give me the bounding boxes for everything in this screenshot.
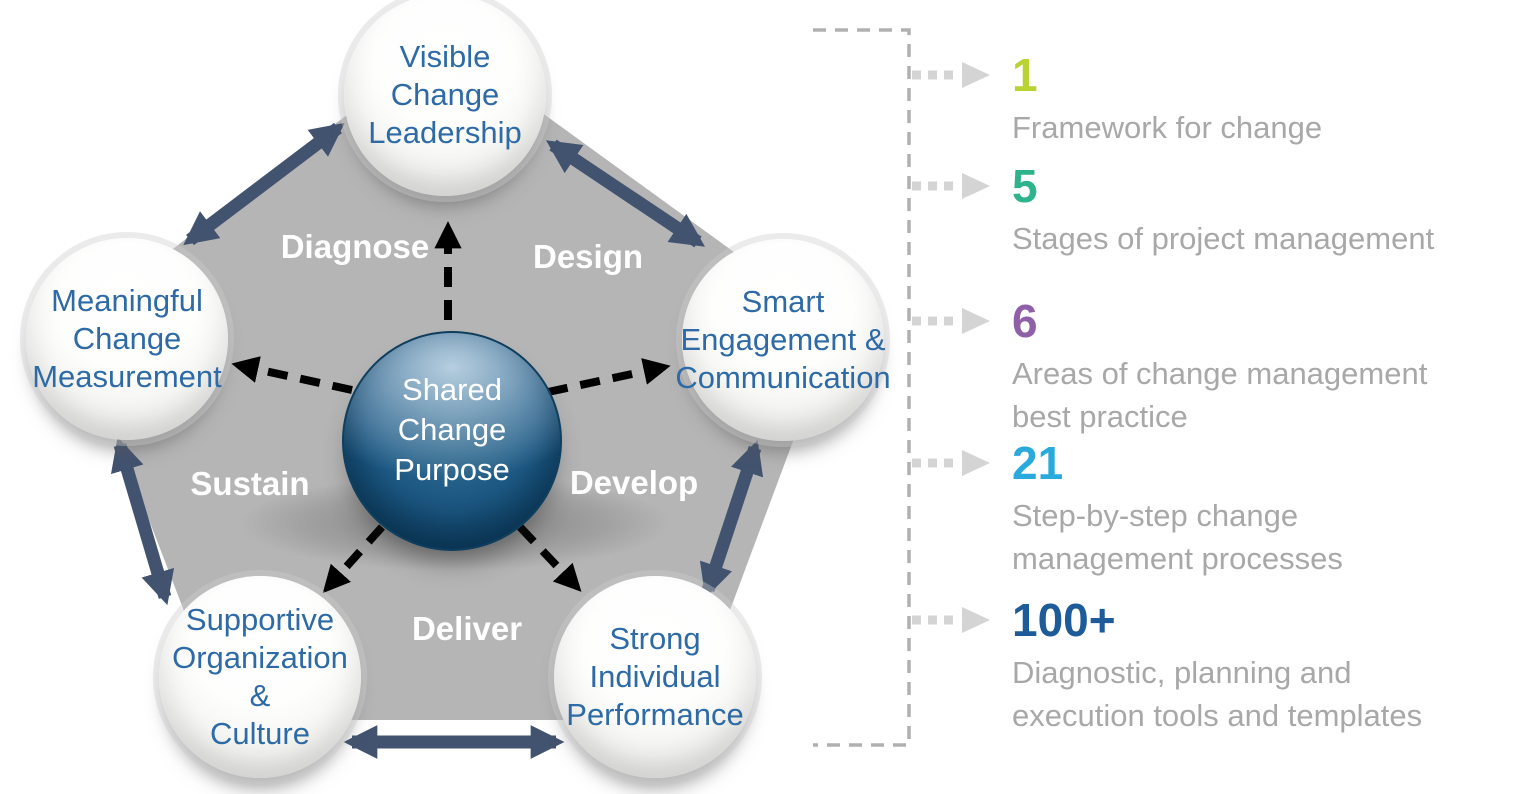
- dashed-arrow-left: [231, 356, 353, 394]
- node-visible-change-leadership: Visible Change Leadership: [344, 0, 546, 196]
- dotted-arrow: [912, 450, 990, 476]
- center-dashed-arrows: [231, 221, 671, 594]
- dotted-arrow: [912, 607, 990, 633]
- node-label: Visible Change Leadership: [368, 39, 522, 150]
- legend-dotted-arrows: [912, 62, 990, 633]
- edge-arrow-develop: [699, 439, 764, 599]
- legend-number: 1: [1012, 49, 1038, 101]
- legend-text: Areas of change management best practice: [1012, 356, 1428, 434]
- dotted-arrow: [912, 308, 990, 334]
- dotted-arrow: [912, 62, 990, 88]
- stage-label-diagnose: Diagnose: [280, 228, 430, 265]
- node-label: Strong Individual Performance: [566, 621, 744, 732]
- node-label: Smart Engagement & Communication: [675, 284, 891, 395]
- node-strong-individual-performance: Strong Individual Performance: [554, 576, 756, 778]
- legend-item-stages: 5 Stages of project management: [1012, 163, 1434, 260]
- dotted-arrow: [912, 173, 990, 199]
- node-meaningful-change-measurement: Meaningful Change Measurement: [26, 238, 228, 440]
- dashed-arrow-bottom-right: [517, 524, 582, 592]
- legend-number: 21: [1012, 437, 1064, 489]
- legend-text: Step-by-step change management processes: [1012, 498, 1343, 576]
- legend-bracket: [813, 28, 911, 747]
- dashed-arrow-bottom-left: [322, 524, 385, 594]
- edge-arrow-design: [545, 139, 706, 248]
- legend-item-tools: 100+ Diagnostic, planning and execution …: [1012, 597, 1422, 737]
- legend-number: 100+: [1012, 594, 1116, 646]
- edge-arrow-sustain: [110, 436, 175, 606]
- legend-item-processes: 21 Step-by-step change management proces…: [1012, 440, 1343, 580]
- legend-text: Framework for change: [1012, 110, 1323, 145]
- legend-text: Diagnostic, planning and execution tools…: [1012, 655, 1423, 733]
- node-label: Supportive Organization & Culture: [172, 602, 348, 751]
- center-node-label: Shared Change Purpose: [394, 372, 510, 487]
- node-label: Meaningful Change Measurement: [32, 283, 222, 394]
- legend-text: Stages of project management: [1012, 221, 1435, 256]
- stage-label-design: Design: [532, 238, 644, 275]
- legend-number: 6: [1012, 295, 1038, 347]
- legend-item-framework: 1 Framework for change: [1012, 52, 1322, 149]
- pentagon-edge-arrows: [110, 122, 764, 759]
- stage-label-sustain: Sustain: [190, 465, 310, 502]
- dashed-arrow-right: [547, 358, 671, 396]
- stage-label-deliver: Deliver: [411, 610, 523, 647]
- legend-item-areas: 6 Areas of change management best practi…: [1012, 298, 1427, 438]
- stage-label-develop: Develop: [569, 464, 699, 501]
- node-smart-engagement-communication: Smart Engagement & Communication: [675, 239, 891, 441]
- edge-arrow-diagnose: [183, 122, 345, 246]
- legend-number: 5: [1012, 160, 1038, 212]
- node-supportive-organization-culture: Supportive Organization & Culture: [159, 576, 361, 778]
- center-node-shared-change-purpose: Shared Change Purpose: [342, 331, 562, 551]
